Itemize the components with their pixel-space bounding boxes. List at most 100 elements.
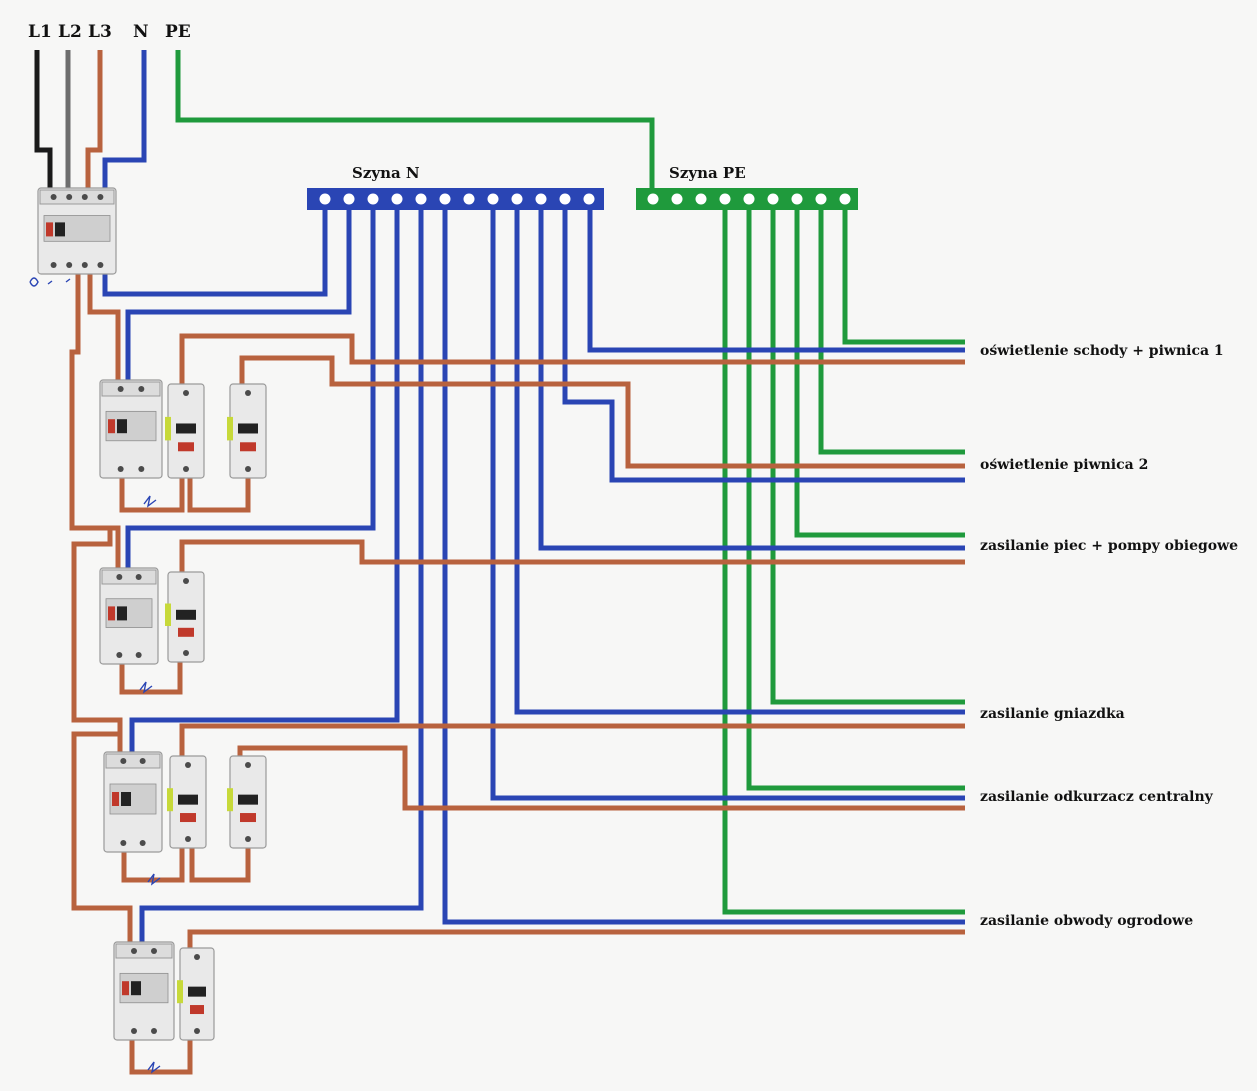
screw-icon xyxy=(120,758,127,764)
screw-icon xyxy=(135,652,142,658)
mcb-4-1 xyxy=(177,947,215,1041)
screw-icon xyxy=(151,1028,157,1034)
handwritten-marks xyxy=(29,277,161,1074)
screw-icon xyxy=(97,194,104,200)
scribble-rcd2 xyxy=(139,681,153,694)
neutral-terminal xyxy=(487,193,499,205)
rcd-4 xyxy=(113,941,175,1041)
earth-bus-label: Szyna PE xyxy=(669,164,746,182)
screw-icon xyxy=(66,194,73,200)
scribble-rcd4 xyxy=(147,1061,161,1074)
indicator-icon xyxy=(240,442,256,452)
screw-icon xyxy=(194,1028,200,1034)
screw-icon xyxy=(116,574,123,580)
rcd-3-top xyxy=(105,753,161,769)
l-feed-rcd-4 xyxy=(71,720,133,944)
circuit-label-3: zasilanie piec + pompy obiegowe xyxy=(980,538,1238,554)
toggle-icon xyxy=(46,222,53,237)
n-circuit-1 xyxy=(587,210,965,353)
pe-circuit-1 xyxy=(842,210,965,345)
n-circuit-2 xyxy=(562,210,965,483)
rcd-4-top xyxy=(115,943,173,959)
rcd-1-top xyxy=(101,381,161,397)
pe-circuit-3 xyxy=(794,210,965,538)
n-circuit-3 xyxy=(538,210,965,551)
neutral-terminal xyxy=(535,193,547,205)
mcb-1-2 xyxy=(227,383,267,479)
neutral-terminal xyxy=(463,193,475,205)
pe-distribution xyxy=(722,210,965,915)
neutral-terminal xyxy=(367,193,379,205)
phase-label-l2: L2 xyxy=(58,22,82,42)
neutral-busbar xyxy=(307,188,604,210)
lever-icon xyxy=(176,423,196,434)
neutral-terminal xyxy=(415,193,427,205)
circuit-label-1: oświetlenie schody + piwnica 1 xyxy=(980,343,1224,359)
earth-terminal xyxy=(767,193,779,205)
indicator-icon xyxy=(178,442,194,452)
earth-bus-terminals xyxy=(647,193,851,205)
screw-icon xyxy=(183,650,189,656)
screw-icon xyxy=(139,840,146,846)
toggle-icon xyxy=(112,792,119,806)
l-circuit-5 xyxy=(237,745,965,811)
indicator-icon xyxy=(190,1005,204,1015)
screw-icon xyxy=(81,194,88,200)
screw-icon xyxy=(117,386,124,392)
circuit-label-5: zasilanie odkurzacz centralny xyxy=(980,789,1214,805)
screw-icon xyxy=(194,954,200,960)
screw-icon xyxy=(138,466,145,472)
lever-icon xyxy=(178,794,198,805)
screw-icon xyxy=(185,762,191,768)
screw-icon xyxy=(245,762,251,768)
toggle-icon xyxy=(122,981,129,996)
main-switch xyxy=(37,187,117,275)
test-button-icon xyxy=(55,222,65,237)
phase-label-n: N xyxy=(133,22,149,42)
l1-supply-wire xyxy=(34,50,53,190)
l3-supply-wire xyxy=(85,50,103,190)
lever-icon xyxy=(188,986,206,997)
phase-distribution xyxy=(69,272,965,1075)
screw-icon xyxy=(131,1028,137,1034)
din-clip-icon xyxy=(165,603,171,626)
l-circuit-3 xyxy=(179,539,965,572)
screw-icon xyxy=(245,836,251,842)
pe-circuit-5 xyxy=(746,210,965,791)
screw-icon xyxy=(151,948,157,954)
screw-icon xyxy=(185,836,191,842)
neutral-bus-label: Szyna N xyxy=(352,164,420,182)
test-button-icon xyxy=(121,792,131,806)
mcb-3-1 xyxy=(167,755,207,849)
n-circuit-4 xyxy=(514,210,965,715)
lever-icon xyxy=(176,609,196,620)
neutral-terminal xyxy=(511,193,523,205)
neutral-bus-terminals xyxy=(319,193,595,205)
phase-label-l3: L3 xyxy=(88,22,112,42)
l-circuit-1 xyxy=(179,333,965,384)
n-main-return xyxy=(102,210,328,297)
earth-terminal xyxy=(743,193,755,205)
screw-icon xyxy=(120,840,127,846)
neutral-terminal xyxy=(391,193,403,205)
din-clip-icon xyxy=(227,788,233,812)
lever-icon xyxy=(238,794,258,805)
neutral-distribution xyxy=(102,210,965,944)
rcd-3 xyxy=(103,751,163,853)
din-clip-icon xyxy=(227,416,233,441)
screw-icon xyxy=(81,262,88,268)
mcb-3-2 xyxy=(227,755,267,849)
l-rcd3-mcb2 xyxy=(189,848,251,883)
pe-supply-wire xyxy=(175,50,655,188)
screw-icon xyxy=(245,466,251,472)
devices xyxy=(37,187,267,1041)
toggle-icon xyxy=(108,419,115,434)
pe-circuit-2 xyxy=(818,210,965,455)
screw-icon xyxy=(97,262,104,268)
screw-icon xyxy=(50,262,57,268)
l-rcd1-mcb2 xyxy=(187,478,251,513)
indicator-icon xyxy=(178,627,194,637)
n-circuit-5 xyxy=(490,210,965,801)
circuit-label-2: oświetlenie piwnica 2 xyxy=(980,457,1148,473)
l-rcd4-mcb1 xyxy=(129,1040,193,1075)
